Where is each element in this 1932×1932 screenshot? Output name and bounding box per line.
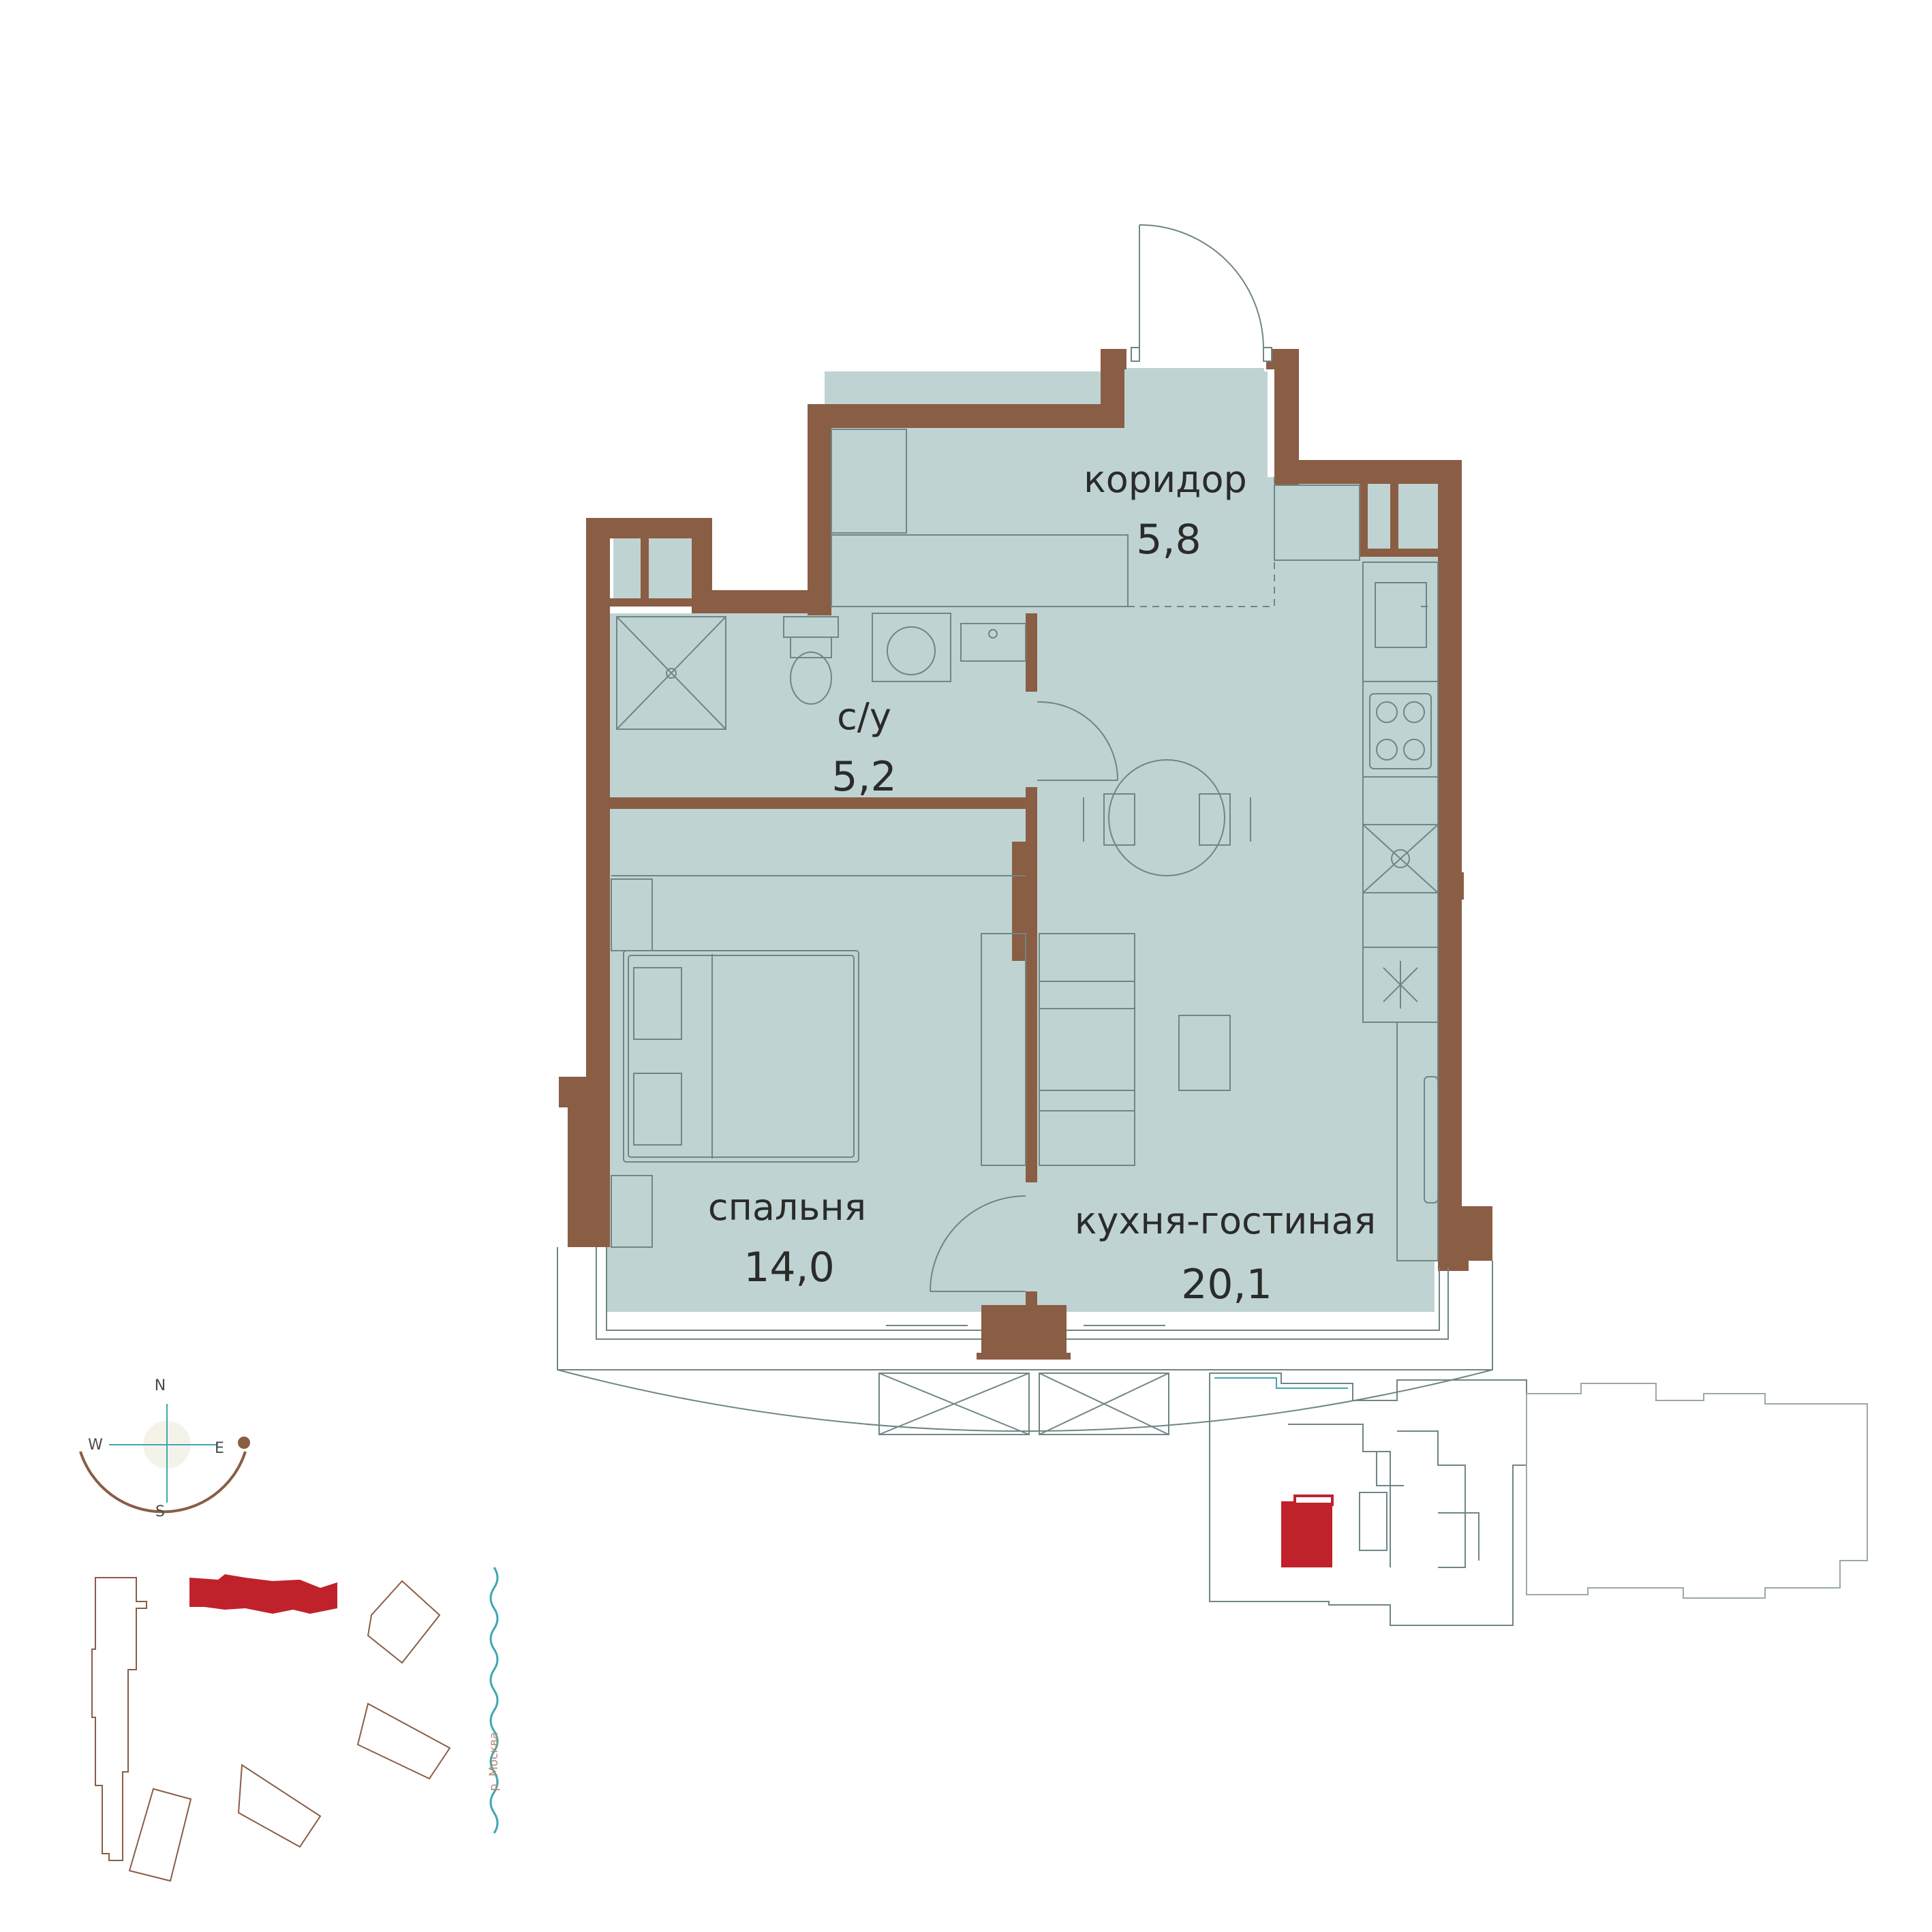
sink-icon <box>960 623 1026 662</box>
river-label: р. Москва <box>487 1732 501 1792</box>
cooktop-icon <box>1369 693 1432 769</box>
site-building-outline <box>367 1580 441 1664</box>
room-label: спальня <box>708 1186 866 1229</box>
room-bedroom: спальня 14,0 <box>708 1186 866 1291</box>
washing-machine-icon <box>872 613 951 682</box>
room-label: с/у <box>837 695 891 738</box>
room-bathroom: с/у 5,2 <box>831 695 896 801</box>
room-area: 5,8 <box>1136 516 1201 564</box>
compass-n: N <box>155 1377 166 1394</box>
room-area: 14,0 <box>743 1244 835 1291</box>
sun-marker-icon <box>238 1437 250 1449</box>
kitchen-sink-icon <box>1375 582 1428 648</box>
site-building-outline <box>237 1764 322 1848</box>
walls <box>559 349 1492 1360</box>
room-area: 5,2 <box>831 753 896 801</box>
toilet-icon <box>783 616 839 705</box>
compass-e: E <box>215 1440 224 1457</box>
river-icon <box>489 1567 499 1834</box>
compass-s: S <box>155 1503 165 1520</box>
room-label: коридор <box>1084 458 1247 501</box>
oven-icon <box>1383 961 1418 1009</box>
room-kitchen-living: кухня-гостиная 20,1 <box>1075 1199 1376 1308</box>
site-building-outline <box>91 1577 147 1861</box>
room-corridor: коридор 5,8 <box>1084 458 1247 564</box>
highlighted-building <box>189 1574 337 1614</box>
sofa-icon <box>1039 933 1135 1166</box>
floor-area <box>607 368 1441 1312</box>
compass-w: W <box>88 1437 103 1454</box>
site-building-outline <box>356 1702 451 1780</box>
dishwasher-icon <box>1362 824 1439 893</box>
compass: N W E S <box>79 1377 250 1520</box>
bed-icon <box>623 950 859 1163</box>
room-area: 20,1 <box>1181 1261 1272 1308</box>
site-building-outline <box>128 1788 192 1882</box>
coffee-table-icon <box>1178 1015 1231 1091</box>
shower-tray-icon <box>616 616 726 730</box>
room-label: кухня-гостиная <box>1075 1199 1376 1242</box>
dining-table-icon <box>1083 759 1251 876</box>
floor-key-plan <box>1209 1373 1868 1626</box>
site-plan: р. Москва <box>91 1567 501 1882</box>
highlighted-apartment <box>1281 1503 1332 1567</box>
